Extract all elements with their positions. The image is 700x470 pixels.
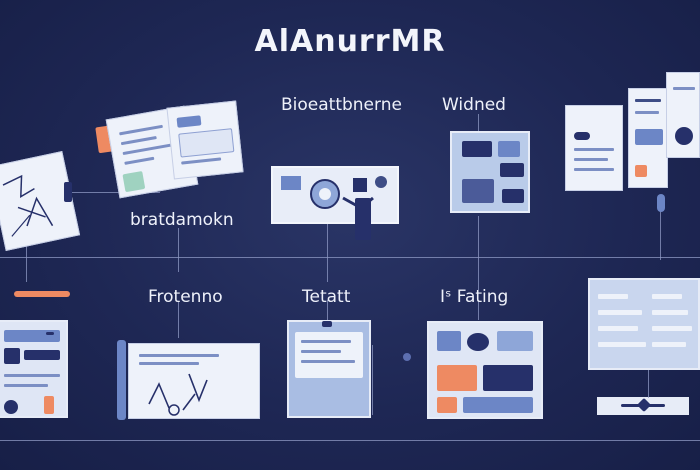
top-connector-line [0,192,160,193]
vline-9 [660,204,661,260]
lower-timeline [0,440,700,441]
sketch-panel-icon [128,343,260,419]
document-page-2 [628,88,668,188]
label-bottom-2: Tetatt [302,287,351,307]
small-connector-node [64,182,72,202]
document-page-3 [666,72,700,158]
vline-7 [478,216,479,290]
text-document-card [287,320,371,418]
control-panel-icon [588,278,700,370]
vline-8 [478,300,479,320]
media-node-dot [403,353,411,361]
label-mid-left: bratdamokn [130,210,234,230]
slider-icon [597,397,689,415]
pen-stand-icon [117,340,126,420]
robot-workbench-icon [271,166,399,224]
label-top-center: Bioeattbnerne [281,95,402,115]
vline-3 [178,302,179,338]
pin-icon [657,194,665,212]
document-clip [322,321,332,327]
label-bottom-1: Frotenno [148,287,223,307]
vline-4 [327,222,328,282]
upper-timeline [0,257,700,258]
browser-window-icon [166,100,244,180]
sketch-document-icon [0,151,81,251]
stacked-documents-icon [565,105,623,191]
small-tick-mark [46,332,54,335]
vline-5 [327,300,328,320]
vline-2 [178,228,179,272]
vline-1 [26,226,27,282]
vline-10 [372,345,373,415]
dashboard-card-icon [0,320,68,418]
robot-hand-icon [355,198,371,240]
media-collage-card [427,321,543,419]
picture-frame-icon [450,131,530,213]
diagram-title: AlAnurrMR [254,24,446,59]
wave-line-icon [14,291,70,297]
vline-6 [478,114,479,132]
control-panel-stand [648,370,649,398]
label-bottom-3: Iˢ Fating [440,287,509,307]
label-top-right: Widned [442,95,506,115]
